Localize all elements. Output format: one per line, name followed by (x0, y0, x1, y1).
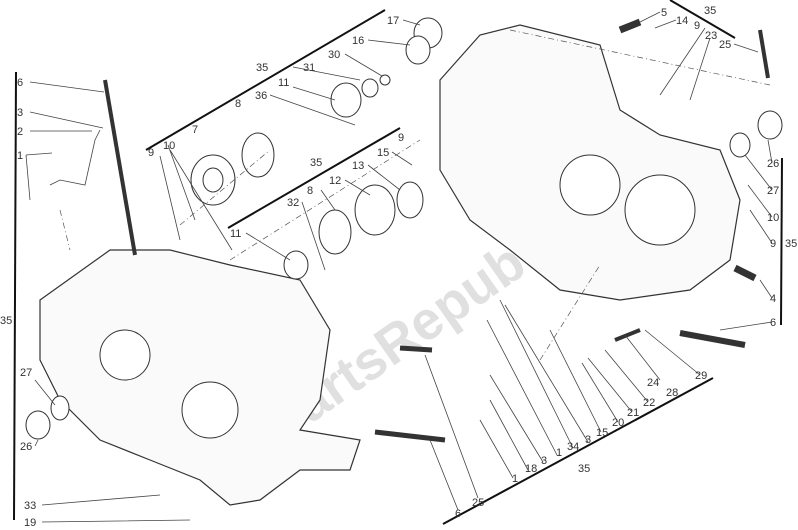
leader-lines (25, 11, 773, 523)
stud-25 (399, 345, 433, 353)
washer-30 (379, 74, 391, 86)
part-labels: 6 3 2 1 35 35 9 10 7 8 11 36 31 30 16 17… (0, 5, 797, 529)
oil-pipe (49, 129, 101, 186)
stud-6c (374, 429, 446, 443)
label-32: 32 (287, 197, 299, 209)
left-case-main-bearing-seat (181, 381, 239, 439)
seal-31 (361, 78, 379, 98)
stud-25b (758, 29, 770, 79)
label-25: 25 (719, 39, 731, 51)
label-15b: 15 (596, 427, 608, 439)
label-29: 29 (695, 370, 707, 382)
label-28: 28 (666, 387, 678, 399)
label-35-top: 35 (256, 62, 268, 74)
label-27: 27 (767, 185, 779, 197)
dowel-4 (733, 264, 757, 282)
label-35-right: 35 (785, 238, 797, 250)
left-case-bore (99, 329, 151, 381)
stud-6b (679, 330, 746, 348)
label-19: 19 (24, 517, 36, 529)
label-35-bottom: 35 (578, 463, 590, 475)
label-12: 12 (329, 175, 341, 187)
label-17: 17 (387, 15, 399, 27)
label-25b: 25 (472, 497, 484, 509)
label-3b: 3 (541, 455, 547, 467)
stud-6 (103, 79, 137, 256)
label-26b: 26 (20, 441, 32, 453)
left-crankcase-half (39, 249, 361, 506)
label-18: 18 (525, 463, 537, 475)
bearing-11 (330, 82, 362, 118)
bracket-right (780, 157, 783, 326)
label-13: 13 (352, 160, 364, 172)
circlip-16 (405, 35, 431, 65)
bearing-12 (354, 184, 396, 236)
label-35-mid: 35 (310, 157, 322, 169)
bracket-mid (227, 127, 401, 229)
label-10b: 10 (767, 212, 779, 224)
bracket-left (13, 71, 17, 521)
bearing-7-bore (202, 167, 224, 193)
label-10: 10 (163, 140, 175, 152)
bearing-11b (283, 250, 309, 280)
label-22: 22 (643, 397, 655, 409)
dowel-5 (618, 18, 642, 34)
label-14: 14 (676, 15, 688, 27)
label-9d: 9 (770, 238, 776, 250)
label-2: 2 (17, 126, 23, 138)
label-34: 34 (567, 441, 579, 453)
valve-24 (614, 328, 641, 342)
label-15: 15 (377, 147, 389, 159)
bracket-top (145, 9, 386, 151)
label-3: 3 (17, 107, 23, 119)
label-21: 21 (627, 407, 639, 419)
label-1b: 1 (512, 473, 518, 485)
right-case-clutch-housing (624, 174, 696, 246)
oring-27b (50, 395, 70, 421)
label-31: 31 (303, 62, 315, 74)
label-24: 24 (647, 377, 659, 389)
label-11b: 11 (230, 228, 241, 240)
circlip-8 (241, 132, 275, 178)
label-30: 30 (328, 49, 340, 61)
label-8b: 8 (307, 185, 313, 197)
label-6c: 6 (455, 508, 461, 520)
right-case-bore (559, 154, 621, 216)
label-9c: 9 (398, 132, 404, 144)
plug-26 (757, 110, 783, 140)
circlip-8b (318, 209, 352, 255)
plug-26b (25, 410, 51, 440)
label-6b: 6 (770, 317, 776, 329)
label-5: 5 (661, 7, 667, 19)
label-6: 6 (17, 77, 23, 89)
bracket-top-right (669, 0, 736, 39)
label-9: 9 (148, 147, 154, 159)
label-27b: 27 (20, 367, 32, 379)
seal-13 (396, 181, 424, 219)
label-36: 36 (255, 90, 267, 102)
label-3c: 3 (585, 434, 591, 446)
label-33: 33 (24, 500, 36, 512)
label-11: 11 (278, 77, 289, 89)
label-16: 16 (352, 35, 364, 47)
label-23: 23 (705, 30, 717, 42)
label-7: 7 (192, 124, 198, 136)
label-35-top-right: 35 (704, 5, 716, 17)
label-4: 4 (770, 293, 776, 305)
oring-27 (729, 132, 751, 158)
label-9b: 9 (694, 20, 700, 32)
bracket-bottom (442, 377, 714, 525)
label-1: 1 (17, 150, 23, 162)
label-35-left: 35 (0, 315, 12, 327)
label-26: 26 (767, 158, 779, 170)
label-8: 8 (235, 98, 241, 110)
label-20: 20 (612, 417, 624, 429)
label-1c: 1 (556, 447, 562, 459)
